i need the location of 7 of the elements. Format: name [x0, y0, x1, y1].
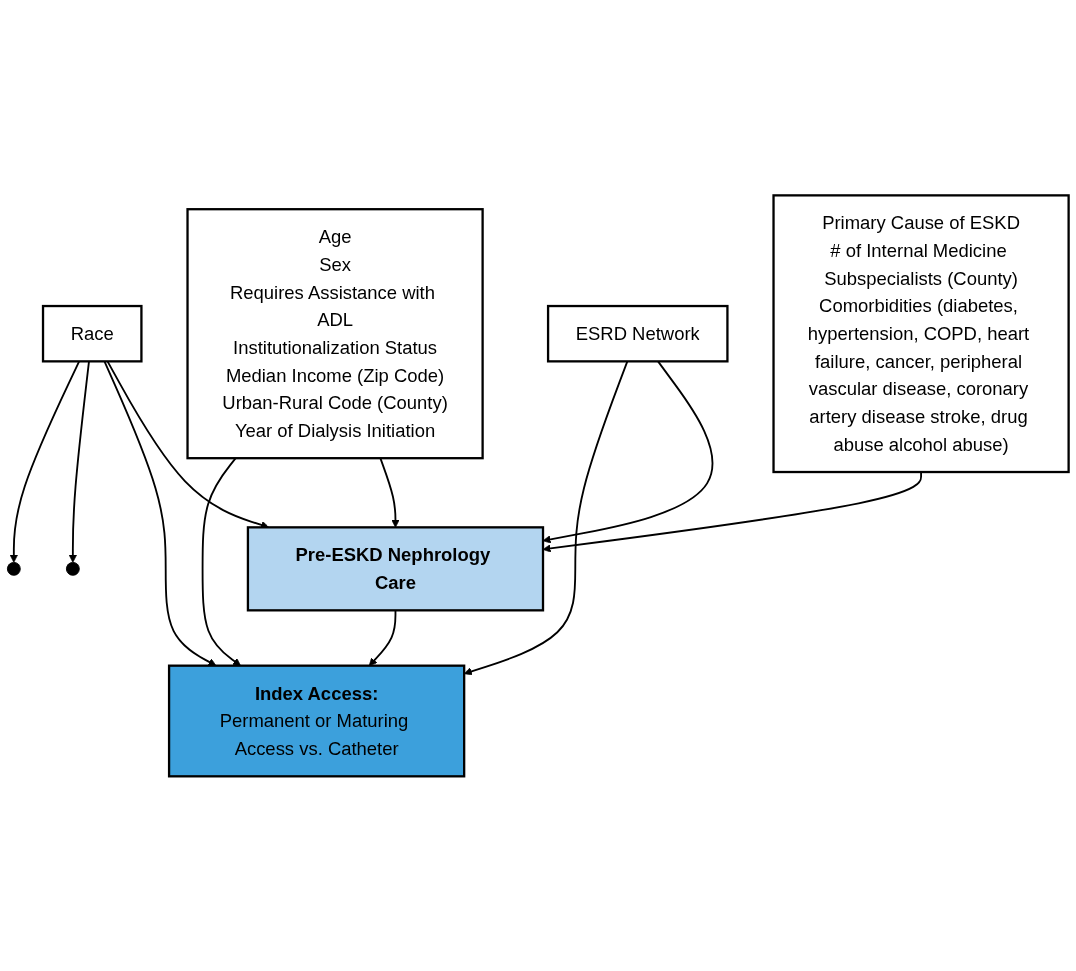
node-box: Race	[41, 304, 143, 363]
node-box: Age Sex Requires Assistance with ADL Institutionalization Status Median Income (Zip Code) Urban-Rural Code (County) Year of Dialysis Initiation	[186, 207, 484, 459]
node-box: Primary Cause of ESKD # of Internal Medicine Subspecialists (County) Comorbidities (diabetes, hypertension, COPD, heart failure, cancer, peripheral vascular disease, coronary artery disease stroke, drug abuse alcohol abuse)	[772, 193, 1070, 473]
node-box: Pre-ESKD Nephrology Care	[246, 525, 545, 612]
node-box: Index Access: Permanent or Maturing Access vs. Catheter	[167, 664, 466, 778]
arrow	[368, 609, 397, 666]
node-box: ESRD Network	[546, 304, 729, 363]
